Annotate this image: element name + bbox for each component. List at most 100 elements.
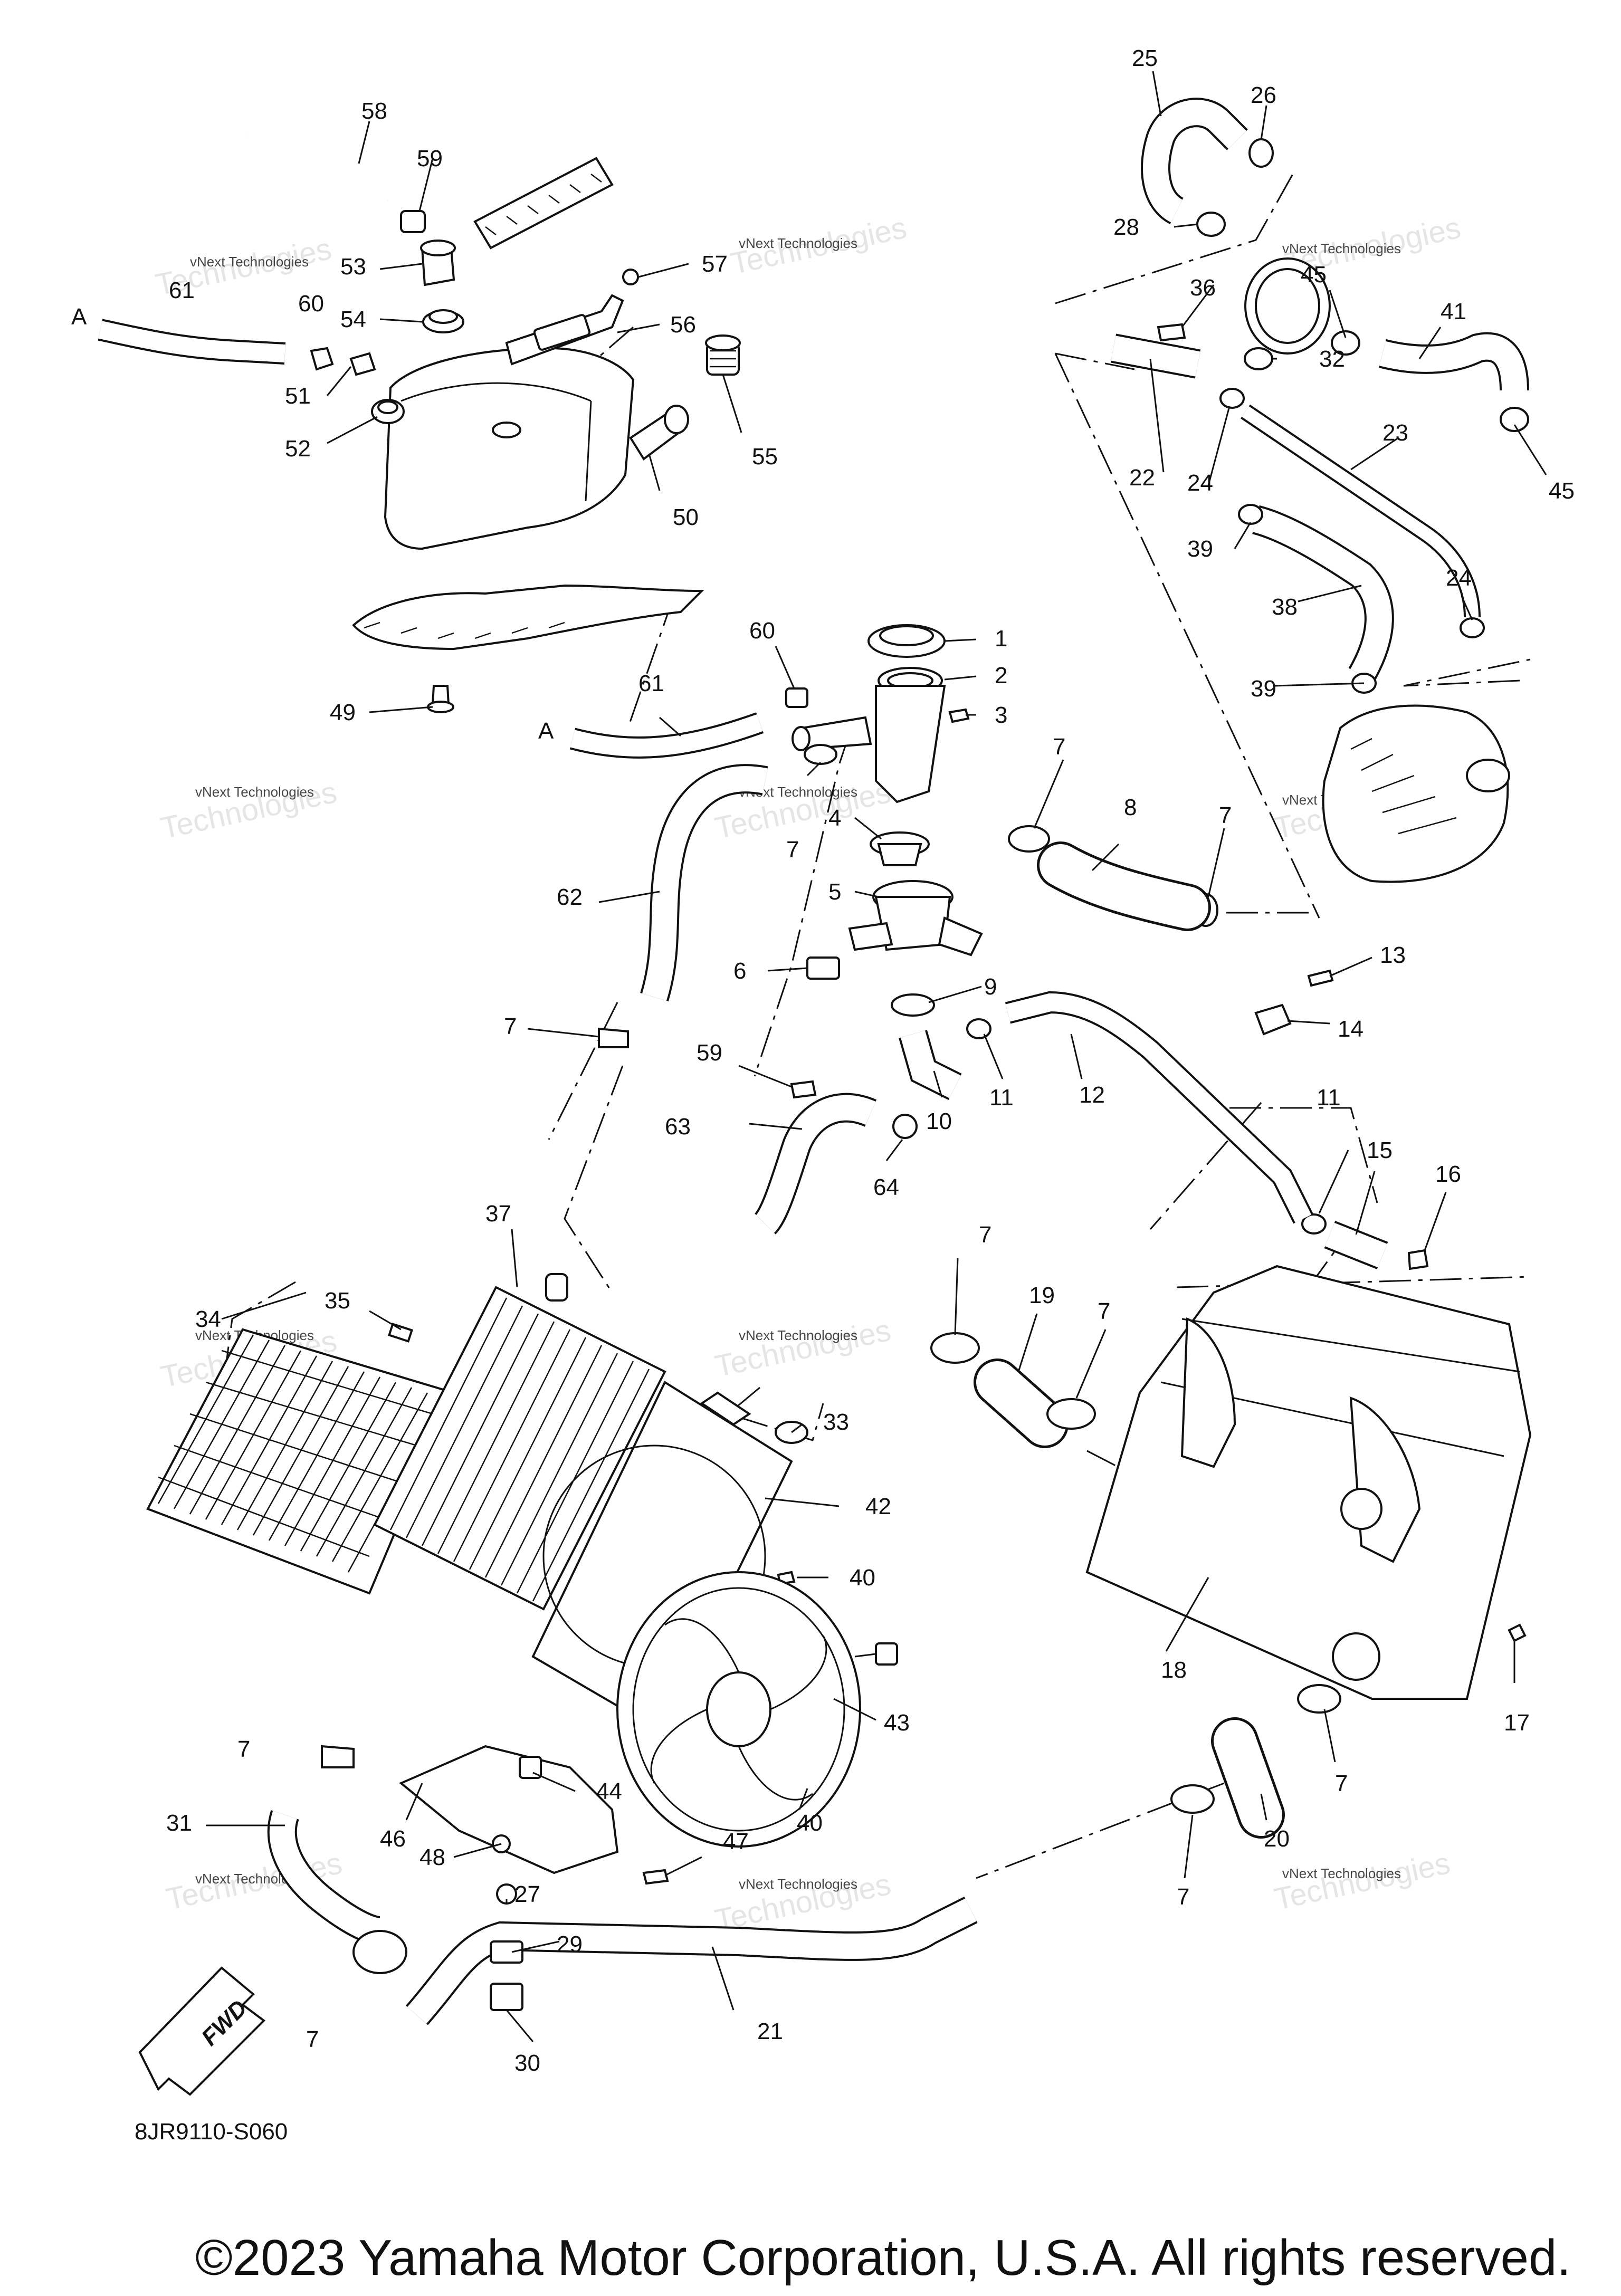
callout: 40 (850, 1565, 875, 1591)
callout: 51 (285, 383, 311, 409)
callout: 7 (786, 837, 799, 863)
callout: 24 (1187, 470, 1213, 496)
callout: 7 (306, 2026, 319, 2052)
callout: 25 (1132, 45, 1158, 71)
callout: 31 (166, 1810, 192, 1836)
callout: 30 (514, 2050, 540, 2076)
callout: 63 (665, 1114, 691, 1140)
watermark: vNext Technologies (1282, 1866, 1401, 1881)
callout: 1 (995, 626, 1007, 652)
watermark: vNext Technologies (739, 1876, 857, 1892)
callout: 41 (1441, 299, 1466, 324)
callout: 7 (1219, 802, 1232, 828)
callout: 61 (169, 278, 195, 303)
copyright-notice: ©2023 Yamaha Motor Corporation, U.S.A. A… (195, 2230, 1571, 2286)
callout: 10 (926, 1108, 952, 1134)
callout: 13 (1380, 942, 1406, 968)
callout: 59 (417, 146, 443, 171)
callout: 29 (557, 1931, 583, 1957)
callout: 39 (1251, 676, 1276, 702)
callout: 39 (1187, 536, 1213, 562)
callout: 60 (749, 618, 775, 644)
callout: 7 (1053, 734, 1065, 760)
callout: 17 (1504, 1710, 1530, 1736)
water-pump-assembly (1110, 98, 1529, 883)
callout: 3 (995, 702, 1007, 728)
callout: 56 (670, 312, 696, 338)
callout: 2 (995, 663, 1007, 688)
callout: 53 (340, 254, 366, 280)
callout: 33 (823, 1409, 849, 1435)
callout: 40 (797, 1810, 823, 1836)
callout: 19 (1029, 1283, 1055, 1308)
callout: 21 (757, 2018, 783, 2044)
callout: 27 (514, 1881, 540, 1907)
callout: 22 (1129, 465, 1155, 491)
fwd-arrow-icon: FWD (138, 1966, 266, 2096)
callout: 58 (361, 98, 387, 124)
callout: 37 (485, 1201, 511, 1227)
callout: 64 (873, 1174, 899, 1200)
callout: 7 (1098, 1298, 1110, 1324)
frame-assembly (930, 1265, 1532, 1839)
callout: 26 (1251, 82, 1276, 108)
callout: 49 (330, 700, 356, 725)
watermark: vNext Technologies (739, 235, 857, 251)
callout: 47 (723, 1829, 749, 1854)
watermark: vNext Technologies (739, 1327, 857, 1343)
watermark: vNext Technologies (195, 784, 314, 800)
callout: 16 (1435, 1161, 1461, 1187)
callout: 38 (1272, 594, 1298, 620)
radiator-fan-assembly (146, 1273, 978, 2025)
callout: 23 (1382, 420, 1408, 446)
callout: 35 (325, 1288, 350, 1314)
callout: 52 (285, 436, 311, 462)
callout: 55 (752, 444, 778, 470)
callout: 57 (702, 251, 728, 277)
callout: 61 (638, 671, 664, 696)
callout: 18 (1161, 1657, 1187, 1683)
callout: 32 (1319, 346, 1345, 372)
callout: 36 (1190, 275, 1216, 301)
callout: 50 (673, 504, 699, 530)
watermark: vNext Technologies (190, 254, 309, 270)
callout: 8 (1124, 795, 1137, 820)
callout: 4 (828, 805, 841, 831)
callout: 7 (979, 1222, 991, 1248)
callout: 28 (1113, 214, 1139, 240)
callout: 7 (1335, 1771, 1348, 1796)
reservoir-tank-assembly (98, 127, 741, 713)
callout: 44 (596, 1778, 622, 1804)
connector-label: A (71, 304, 87, 330)
callout: 42 (865, 1494, 891, 1519)
callout: 60 (298, 291, 324, 317)
callout-group: 1 2 3 4 5 6 7 7 7 7 8 9 10 11 11 12 13 1… (166, 45, 1575, 2076)
callout: 20 (1264, 1826, 1290, 1852)
callout: 59 (697, 1040, 722, 1066)
callout: 7 (504, 1013, 517, 1039)
callout: 34 (195, 1306, 221, 1332)
leader-lines (206, 71, 1547, 2042)
diagram-code: 8JR9110-S060 (135, 2119, 288, 2145)
thermostat-housing-assembly (569, 624, 1429, 1270)
callout: 54 (340, 307, 366, 332)
connector-label: A (538, 718, 554, 744)
callout: 9 (984, 974, 997, 1000)
callout: 7 (237, 1736, 250, 1762)
callout: 43 (884, 1710, 910, 1736)
callout: 11 (1317, 1085, 1341, 1111)
callout: 24 (1446, 565, 1472, 591)
callout: 48 (419, 1844, 445, 1870)
callout: 11 (989, 1085, 1014, 1111)
callout: 14 (1338, 1016, 1363, 1042)
callout: 62 (557, 884, 583, 910)
callout: 45 (1301, 262, 1327, 288)
callout: 5 (828, 879, 841, 905)
watermark: vNext Technologies (1282, 241, 1401, 256)
callout: 46 (380, 1826, 406, 1852)
callout: 45 (1549, 478, 1575, 504)
callout: 7 (1177, 1884, 1189, 1910)
callout: 15 (1367, 1137, 1393, 1163)
callout: 12 (1079, 1082, 1105, 1108)
